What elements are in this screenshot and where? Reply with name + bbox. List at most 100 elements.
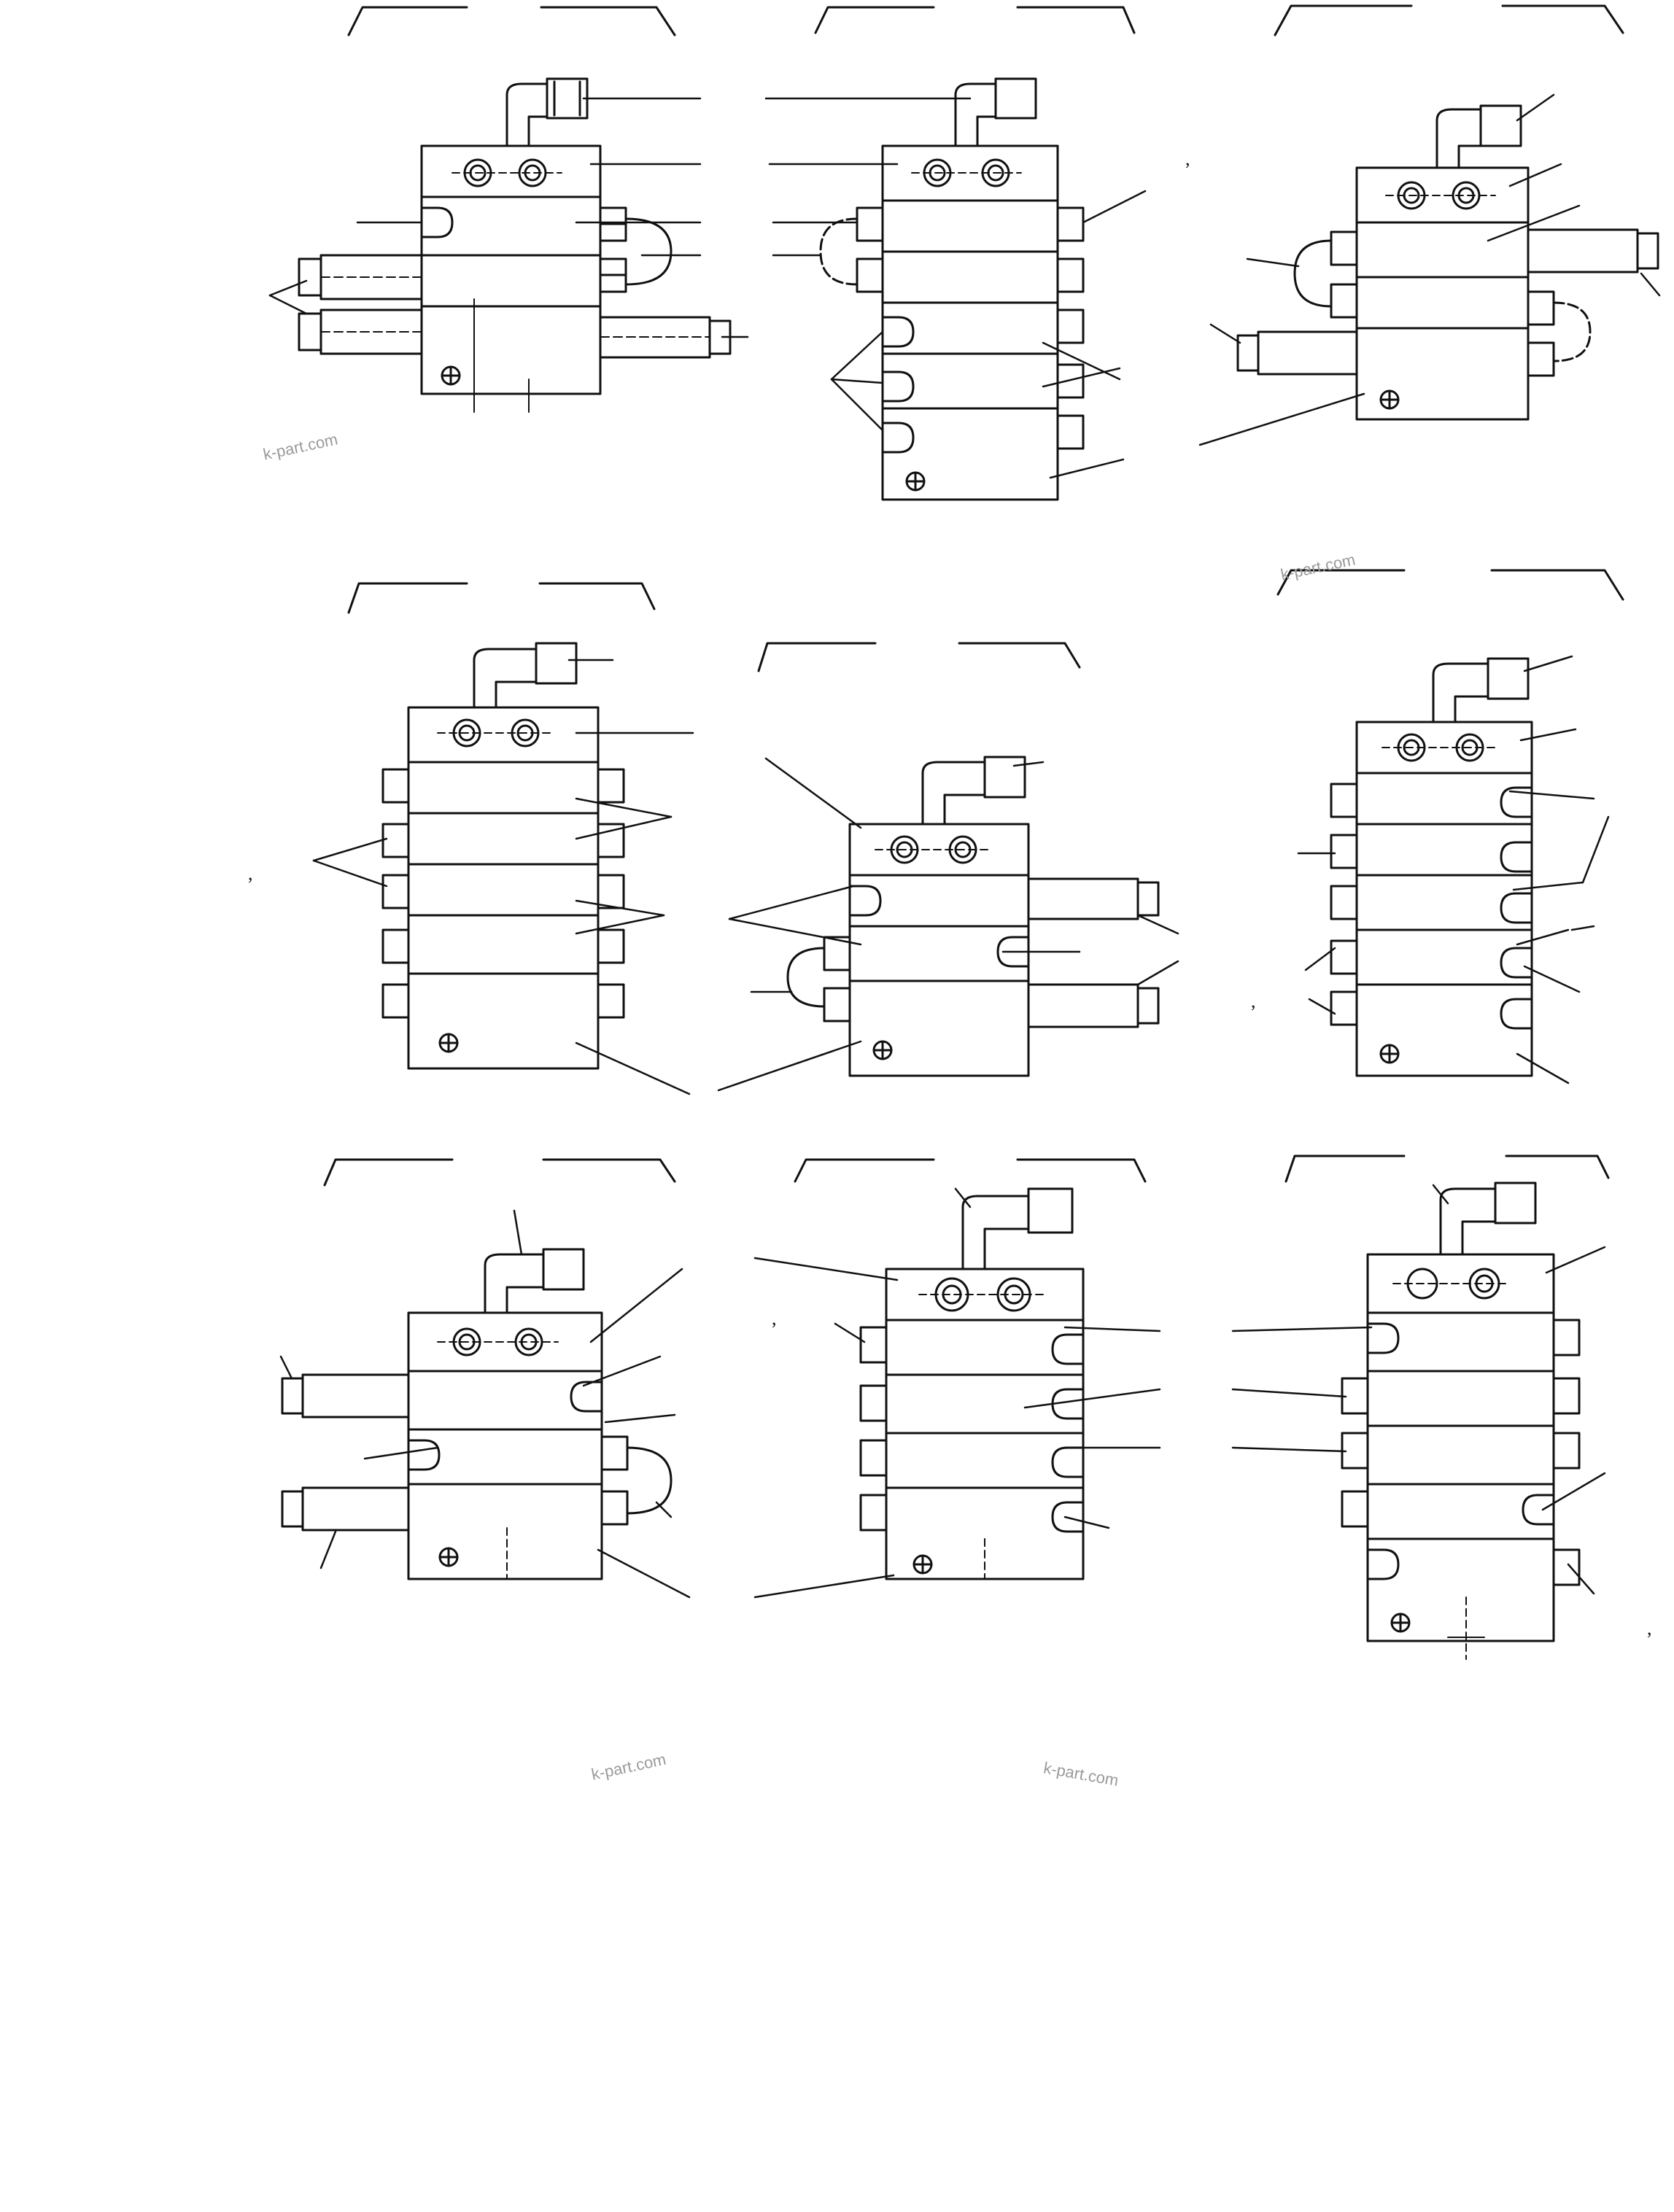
elbow-fitting-icon xyxy=(921,756,1026,826)
plug-cap-icon xyxy=(881,422,915,454)
plug-cap-icon xyxy=(407,1439,441,1471)
manifold-block xyxy=(1355,166,1530,421)
leader-lines xyxy=(312,659,694,1095)
elbow-fitting-icon xyxy=(1435,104,1522,169)
title-bracket xyxy=(347,582,656,614)
diagram-panel-8 xyxy=(753,1158,1161,1599)
nut-icon xyxy=(1056,363,1085,399)
elbow-fitting-icon xyxy=(954,77,1037,147)
leader-lines xyxy=(1231,1184,1606,1595)
plug-cap-icon xyxy=(1051,1501,1085,1533)
plug-cap-icon xyxy=(1500,786,1533,818)
plug-cap-icon xyxy=(1366,1322,1400,1354)
nut-icon xyxy=(1527,341,1555,377)
u-loop-tube-icon xyxy=(1552,301,1592,362)
plug-cap-icon xyxy=(1500,998,1533,1030)
nut-icon xyxy=(859,1494,888,1532)
stray-mark: , xyxy=(1647,1618,1652,1639)
plug-cap-icon xyxy=(881,370,915,403)
manifold-block xyxy=(885,1268,1085,1580)
nut-icon xyxy=(1056,257,1085,293)
stray-mark: , xyxy=(1185,148,1190,169)
hex-nipple-icon xyxy=(1527,228,1659,273)
plug-cap-icon xyxy=(1500,947,1533,979)
elbow-fitting-icon xyxy=(473,642,578,709)
nut-icon xyxy=(1527,290,1555,326)
hex-nipple-icon xyxy=(1027,983,1160,1028)
diagram-panel-2 xyxy=(764,6,1147,501)
plug-cap-icon xyxy=(1051,1333,1085,1365)
plug-cap-icon xyxy=(570,1381,603,1413)
nut-icon xyxy=(1330,885,1358,920)
nut-icon xyxy=(1341,1490,1369,1528)
nut-icon xyxy=(1552,1319,1581,1357)
title-bracket xyxy=(794,1158,1147,1183)
plug-cap-icon xyxy=(996,936,1030,968)
elbow-fitting-icon xyxy=(505,77,589,147)
stray-mark: , xyxy=(1251,990,1256,1012)
plug-cap-icon xyxy=(1500,892,1533,924)
nut-icon xyxy=(381,823,625,858)
nut-icon xyxy=(823,987,851,1022)
hex-nipple-icon xyxy=(1236,330,1358,376)
diagram-panel-5 xyxy=(717,642,1179,1092)
plug-cap-icon xyxy=(848,885,882,917)
nut-icon xyxy=(1056,206,1085,242)
nut-icon xyxy=(600,1490,629,1526)
hex-nipple-icon xyxy=(599,316,732,359)
title-bracket xyxy=(1284,1154,1610,1183)
u-loop-tube-icon xyxy=(819,217,859,286)
nut-icon xyxy=(599,206,627,242)
nut-icon xyxy=(381,768,625,804)
diagram-panel-3 xyxy=(1198,4,1661,446)
title-bracket xyxy=(1274,4,1624,36)
hex-nipple-icon xyxy=(1027,877,1160,920)
hex-nipple-icon xyxy=(281,1486,410,1532)
diagram-panel-9 xyxy=(1231,1154,1610,1660)
nut-icon xyxy=(859,1384,888,1422)
nut-icon xyxy=(1330,230,1358,266)
nut-icon xyxy=(1330,939,1358,975)
elbow-fitting-icon xyxy=(1439,1181,1537,1256)
leader-lines xyxy=(1297,655,1610,1084)
elbow-fitting-icon xyxy=(1432,657,1530,723)
leader-lines xyxy=(717,757,1179,1092)
leader-lines xyxy=(753,1187,1161,1599)
leader-lines xyxy=(1198,93,1661,446)
nut-icon xyxy=(1330,783,1358,818)
title-bracket xyxy=(814,6,1136,34)
diagram-panel-4 xyxy=(312,582,694,1095)
hex-nipple-icon xyxy=(298,254,423,300)
nut-icon xyxy=(1056,308,1085,344)
nut-icon xyxy=(600,1435,629,1471)
title-bracket xyxy=(323,1158,676,1187)
u-loop-tube-icon xyxy=(786,947,826,1008)
nut-icon xyxy=(381,928,625,964)
plug-cap-icon xyxy=(1366,1548,1400,1580)
u-loop-tube-icon xyxy=(626,1446,673,1515)
nut-icon xyxy=(1552,1432,1581,1470)
plug-cap-icon xyxy=(420,206,454,238)
plug-cap-icon xyxy=(1500,841,1533,873)
stray-mark: , xyxy=(248,863,253,884)
nut-icon xyxy=(859,1439,888,1477)
title-bracket xyxy=(757,642,1081,672)
hex-nipple-icon xyxy=(281,1373,410,1419)
manifold-block xyxy=(881,144,1059,501)
nut-icon xyxy=(1330,834,1358,869)
title-bracket xyxy=(347,6,676,36)
elbow-fitting-icon xyxy=(484,1248,585,1314)
diagram-panel-1 xyxy=(268,6,749,413)
nut-icon xyxy=(381,874,625,909)
leader-lines xyxy=(268,97,749,338)
u-loop-tube-icon xyxy=(624,217,673,286)
manifold-block xyxy=(848,823,1030,1077)
leader-lines xyxy=(279,1209,691,1599)
title-bracket xyxy=(1276,569,1624,601)
hex-nipple-icon xyxy=(298,308,423,355)
plug-cap-icon xyxy=(1051,1446,1085,1478)
nut-icon xyxy=(1330,283,1358,319)
stray-mark: , xyxy=(772,1308,777,1329)
diagram-panel-7 xyxy=(279,1158,691,1599)
nut-icon xyxy=(823,936,851,971)
